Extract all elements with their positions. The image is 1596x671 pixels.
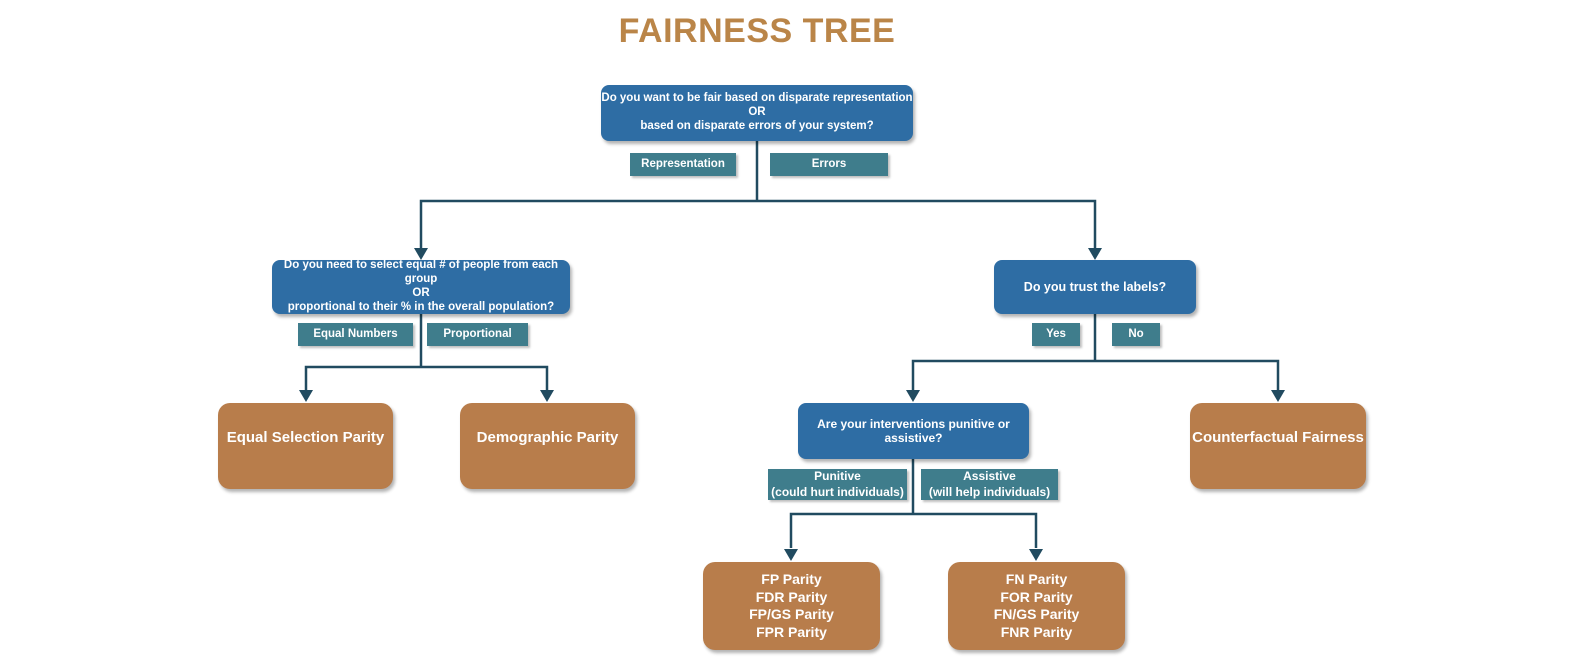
- branch-label-representation: Representation: [630, 153, 736, 176]
- arrow-down-icon: [414, 248, 428, 260]
- arrow-down-icon: [906, 390, 920, 402]
- arrowhead-icons: [299, 248, 1285, 561]
- arrow-down-icon: [1271, 390, 1285, 402]
- edge-select-branch: [304, 365, 549, 392]
- edge-level1-branch: [419, 199, 1097, 250]
- arrow-down-icon: [299, 390, 313, 402]
- diagram-title: FAIRNESS TREE: [618, 12, 896, 50]
- arrow-down-icon: [784, 549, 798, 561]
- branch-label-equal-numbers: Equal Numbers: [298, 323, 413, 346]
- question-trust-the-labels: Do you trust the labels?: [994, 260, 1196, 314]
- branch-label-punitive: Punitive (could hurt individuals): [768, 469, 907, 500]
- leaf-false-positive-parity-metrics: FP Parity FDR Parity FP/GS Parity FPR Pa…: [703, 562, 880, 650]
- edge-interventions-branch: [789, 512, 1038, 548]
- arrow-down-icon: [540, 390, 554, 402]
- branch-label-yes: Yes: [1032, 323, 1080, 346]
- arrow-down-icon: [1029, 549, 1043, 561]
- question-representation-or-errors: Do you want to be fair based on disparat…: [601, 85, 913, 141]
- branch-label-errors: Errors: [770, 153, 888, 176]
- leaf-false-negative-parity-metrics: FN Parity FOR Parity FN/GS Parity FNR Pa…: [948, 562, 1125, 650]
- arrow-down-icon: [1088, 248, 1102, 260]
- branch-label-assistive: Assistive (will help individuals): [921, 469, 1058, 500]
- leaf-counterfactual-fairness: Counterfactual Fairness: [1190, 403, 1366, 489]
- branch-label-no: No: [1112, 323, 1160, 346]
- leaf-equal-selection-parity: Equal Selection Parity: [218, 403, 393, 489]
- question-equal-or-proportional-selection: Do you need to select equal # of people …: [272, 259, 570, 314]
- edge-trust-branch: [911, 359, 1280, 392]
- question-punitive-or-assistive: Are your interventions punitive or assis…: [798, 403, 1029, 459]
- leaf-demographic-parity: Demographic Parity: [460, 403, 635, 489]
- branch-label-proportional: Proportional: [427, 323, 528, 346]
- tree-edges: [304, 141, 1280, 548]
